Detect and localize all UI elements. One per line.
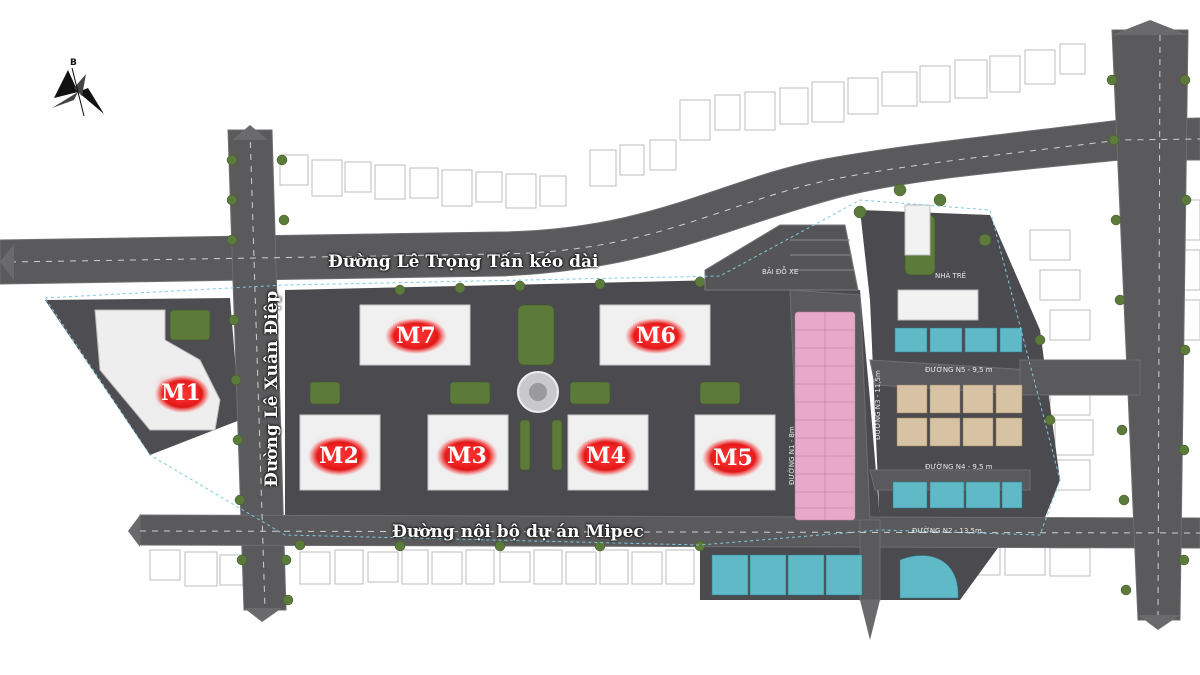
compass-north-label: B — [70, 58, 77, 68]
road-label-n1: ĐƯỜNG N1 - 8m — [788, 426, 796, 485]
road-label-n3: ĐƯỜNG N3 - 11,5m — [874, 370, 882, 440]
road-label-n2: ĐƯỜNG N2 - 13,5m — [912, 527, 982, 535]
villa-block-cyan — [711, 327, 1023, 599]
north-arrow-icon — [52, 67, 104, 117]
villa-block-beige — [896, 384, 1023, 447]
tower-label-m5: M5 — [713, 445, 753, 471]
road-label-le-xuan-diep: Đường Lê Xuân Điệp — [262, 290, 282, 487]
road-label-n5: ĐƯỜNG N5 - 9,5 m — [925, 366, 993, 374]
parking-lot — [704, 224, 859, 291]
tower-label-m6: M6 — [636, 323, 676, 349]
tower-label-m2: M2 — [319, 443, 359, 469]
tower-label-m3: M3 — [447, 443, 487, 469]
road-label-le-trong-tan: Đường Lê Trọng Tấn kéo dài — [328, 252, 599, 272]
parking-label: BÃI ĐỖ XE — [762, 268, 799, 276]
tower-label-m1: M1 — [161, 380, 201, 406]
tower-label-m7: M7 — [396, 323, 436, 349]
road-label-noi-bo-mipec: Đường nội bộ dự án Mipec — [392, 522, 644, 542]
kindergarten-label: NHÀ TRẺ — [935, 272, 967, 280]
road-label-n4: ĐƯỜNG N4 - 9,5 m — [925, 463, 993, 471]
tower-label-m4: M4 — [586, 443, 626, 469]
